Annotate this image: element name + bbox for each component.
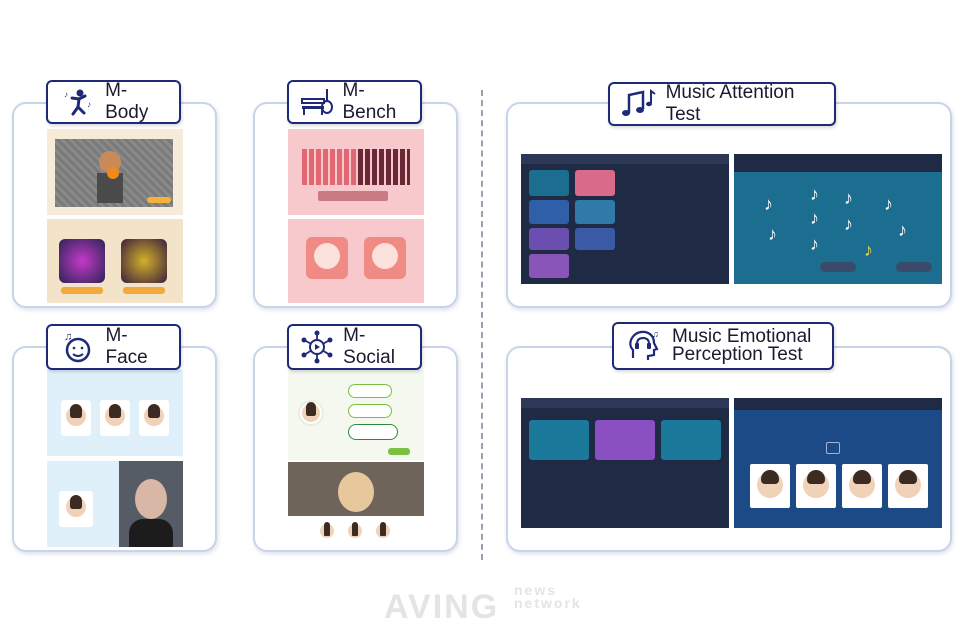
m-bench-screenshot-top [288, 129, 424, 215]
m-bench-label: M-Bench [287, 80, 422, 124]
watermark-main: AVING [384, 588, 500, 626]
svg-text:♪: ♪ [87, 100, 91, 109]
music-emotional-screenshot-right [734, 398, 942, 528]
svg-text:♫: ♫ [64, 331, 72, 343]
m-social-title: M-Social [343, 325, 395, 368]
music-attention-label: Music Attention Test [608, 82, 836, 126]
watermark-sub-top: news [514, 582, 558, 598]
music-emotional-screenshot-left [521, 398, 729, 528]
m-bench-screenshot-bottom [288, 219, 424, 303]
music-notes-icon [620, 87, 658, 121]
m-bench-title: M-Bench [342, 80, 397, 123]
m-body-screenshot-top [47, 129, 183, 215]
m-body-title: M-Body [105, 80, 149, 123]
music-emotional-title-line2: Perception Test [672, 344, 803, 365]
m-face-label: ♫ M-Face [46, 324, 181, 370]
head-music-icon: ♫ [624, 329, 664, 363]
music-emotional-card [506, 346, 952, 552]
m-face-title: M-Face [105, 325, 148, 368]
m-social-screenshot-bottom [288, 462, 424, 548]
network-play-icon [299, 330, 335, 364]
m-social-screenshot-top [288, 370, 424, 460]
dancer-icon: ♪♪ [58, 85, 97, 119]
section-divider [481, 90, 483, 560]
music-attention-card: ♪ ♪ ♪ ♪ ♪ ♪ ♪ ♪ ♪ ♪ [506, 102, 952, 308]
music-emotional-label: ♫ Music Emotional Perception Test [612, 322, 834, 370]
m-social-card [253, 346, 458, 552]
music-emotional-title-line1: Music Emotional [672, 326, 812, 347]
music-attention-screenshot-right: ♪ ♪ ♪ ♪ ♪ ♪ ♪ ♪ ♪ ♪ [734, 154, 942, 284]
m-face-screenshot-top [47, 370, 183, 456]
bench-guitar-icon [299, 85, 335, 119]
m-face-screenshot-bottom [47, 461, 183, 547]
m-bench-card [253, 102, 458, 308]
music-attention-screenshot-left [521, 154, 729, 284]
svg-text:♫: ♫ [652, 329, 659, 339]
m-face-card [12, 346, 217, 552]
face-music-icon: ♫ [58, 330, 97, 364]
m-social-label: M-Social [287, 324, 422, 370]
m-body-card [12, 102, 217, 308]
music-attention-title: Music Attention Test [665, 82, 795, 125]
svg-text:♪: ♪ [64, 90, 68, 99]
watermark-sub-bottom: network [514, 595, 582, 611]
m-body-screenshot-bottom [47, 219, 183, 303]
m-body-label: ♪♪ M-Body [46, 80, 181, 124]
